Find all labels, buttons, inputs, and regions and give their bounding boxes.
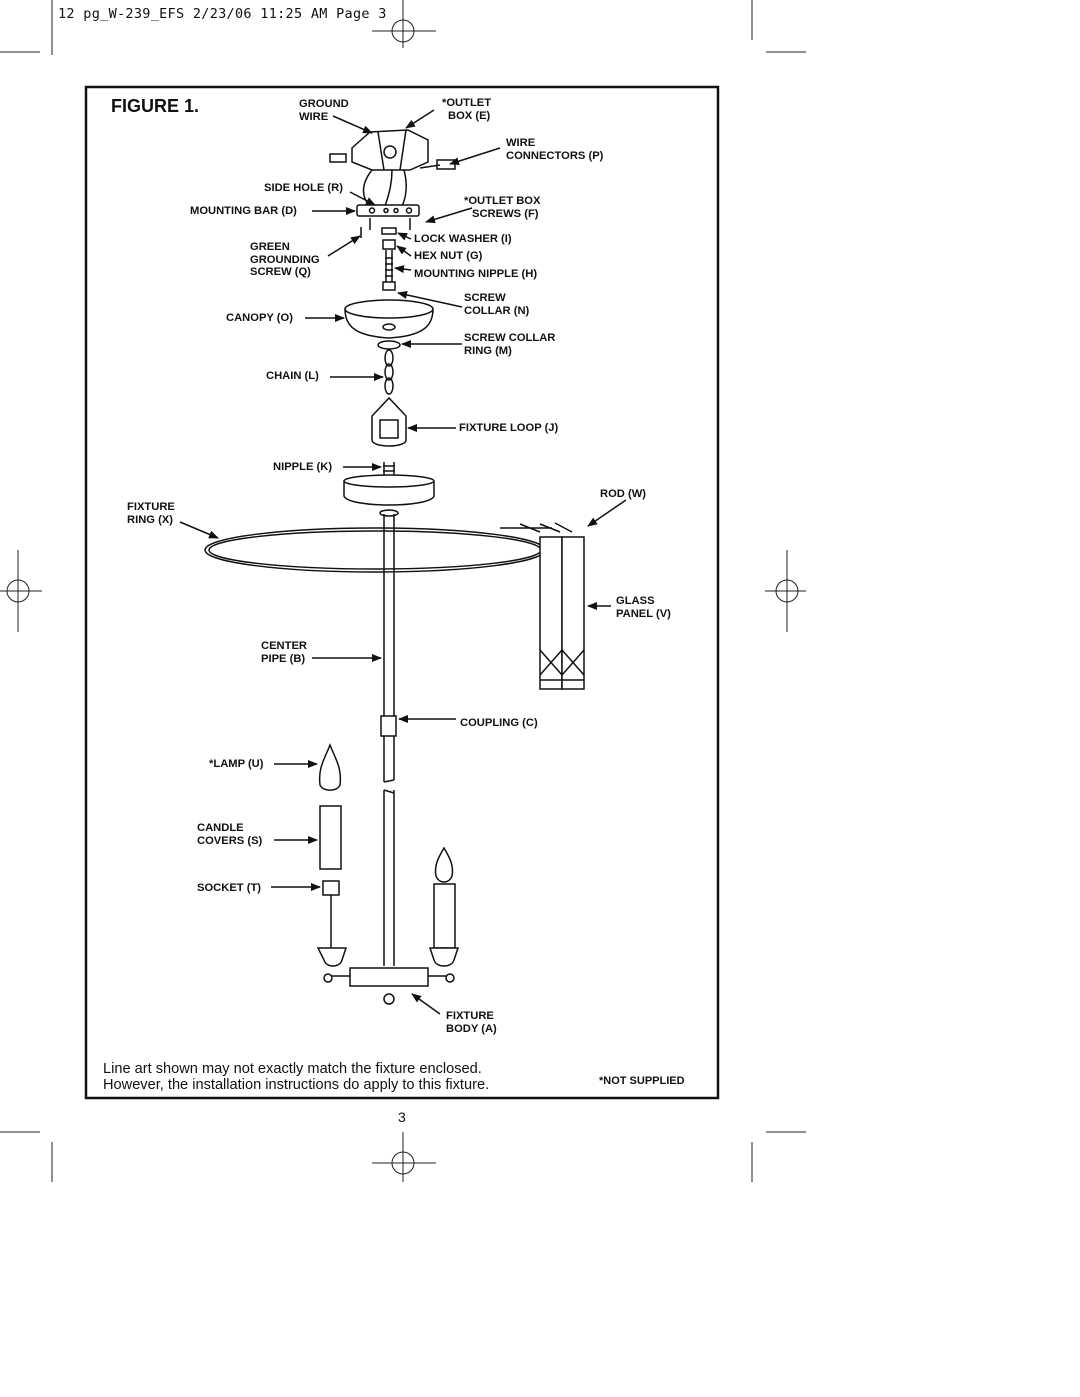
caption-line-1: Line art shown may not exactly match the… [103, 1061, 482, 1077]
label-line: GREEN [250, 241, 290, 253]
label-line: SCREW COLLAR [464, 332, 556, 344]
label-glass-panel: GLASS PANEL (V) [616, 595, 671, 620]
label-line: WIRE [299, 110, 329, 123]
label-lock-washer: LOCK WASHER (I) [414, 233, 512, 245]
label-line: CANDLE [197, 822, 244, 834]
not-supplied-note: *NOT SUPPLIED [599, 1075, 685, 1087]
label-line: SCREW (Q) [250, 266, 311, 278]
label-green-grounding-screw: GREEN GROUNDING SCREW (Q) [250, 241, 320, 279]
leader-arrows [179, 109, 627, 1015]
canopy-shape [344, 299, 434, 339]
label-hex-nut: HEX NUT (G) [414, 250, 483, 262]
label-outlet-box: *OUTLET BOX (E) [442, 97, 491, 122]
label-wire-connectors: WIRE CONNECTORS (P) [506, 137, 603, 162]
bobeche-right [428, 947, 460, 967]
label-screw-collar-ring: SCREW COLLAR RING (M) [464, 332, 555, 357]
label-line: *OUTLET BOX [464, 195, 541, 207]
label-line: BOX (E) [448, 109, 491, 122]
outlet-box [329, 129, 456, 171]
label-line: PANEL (V) [616, 607, 671, 620]
label-line: SCREWS (F) [472, 207, 539, 220]
mounting-nipple [385, 250, 393, 288]
mounting-bar [356, 204, 420, 217]
label-lamp: *LAMP (U) [209, 758, 264, 770]
label-line: GROUND [299, 98, 349, 110]
label-side-hole: SIDE HOLE (R) [264, 182, 343, 194]
label-line: CONNECTORS (P) [506, 149, 604, 162]
label-line: BODY (A) [446, 1022, 497, 1035]
label-line: COLLAR (N) [464, 304, 530, 317]
label-fixture-ring: FIXTURE RING (X) [127, 501, 175, 526]
screw-collar-ring [377, 340, 401, 350]
label-line: FIXTURE [127, 501, 175, 513]
label-canopy: CANOPY (O) [226, 312, 293, 324]
label-line: COVERS (S) [197, 834, 263, 847]
hex-nut [382, 239, 396, 250]
figure-title: FIGURE 1. [111, 96, 200, 116]
label-line: PIPE (B) [261, 652, 306, 665]
label-outlet-box-screws: *OUTLET BOX SCREWS (F) [464, 195, 540, 220]
fixture-ring-shape [204, 527, 546, 573]
glass-panels [539, 536, 585, 690]
label-line: CENTER [261, 640, 307, 652]
label-nipple: NIPPLE (K) [273, 461, 333, 473]
wires [362, 164, 441, 207]
center-pipe-shape [383, 514, 395, 782]
label-line: GLASS [616, 595, 655, 607]
socket-shape [322, 880, 340, 896]
fixture-body-shape [323, 967, 455, 1005]
coupling-shape [380, 715, 397, 737]
label-candle-covers: CANDLE COVERS (S) [197, 822, 262, 847]
lamp-shape [318, 742, 342, 791]
bobeche-left [316, 947, 348, 967]
rod-shape [500, 522, 573, 533]
label-fixture-body: FIXTURE BODY (A) [446, 1010, 497, 1035]
caption-line-2: However, the installation instructions d… [103, 1077, 490, 1093]
print-header: 12 pg_W-239_EFS 2/23/06 11:25 AM Page 3 [58, 6, 387, 22]
label-center-pipe: CENTER PIPE (B) [261, 640, 307, 665]
label-rod: ROD (W) [600, 488, 646, 500]
crop-marks [0, 0, 806, 1182]
label-line: WIRE [506, 137, 536, 149]
label-line: SCREW [464, 292, 506, 304]
label-mounting-nipple: MOUNTING NIPPLE (H) [414, 268, 538, 280]
label-mounting-bar: MOUNTING BAR (D) [190, 205, 297, 217]
label-line: *OUTLET [442, 97, 492, 109]
label-screw-collar: SCREW COLLAR (N) [464, 292, 529, 317]
candle-cover-shape [319, 805, 342, 870]
chain-shape [384, 349, 394, 395]
page-number: 3 [398, 1109, 406, 1125]
figure-frame [84, 85, 720, 1100]
label-line: FIXTURE [446, 1010, 494, 1022]
label-fixture-loop: FIXTURE LOOP (J) [459, 422, 559, 434]
label-line: RING (X) [127, 513, 173, 526]
label-line: GROUNDING [250, 253, 320, 266]
assembled-candle [433, 846, 456, 949]
nipple-shape [383, 462, 395, 476]
label-line: RING (M) [464, 344, 512, 357]
top-cap [343, 474, 435, 517]
fixture-loop-shape [371, 396, 407, 447]
label-ground-wire: GROUND WIRE [299, 98, 349, 123]
label-socket: SOCKET (T) [197, 882, 262, 894]
lock-washer [381, 227, 397, 235]
label-coupling: COUPLING (C) [460, 717, 538, 729]
label-chain: CHAIN (L) [266, 370, 319, 382]
